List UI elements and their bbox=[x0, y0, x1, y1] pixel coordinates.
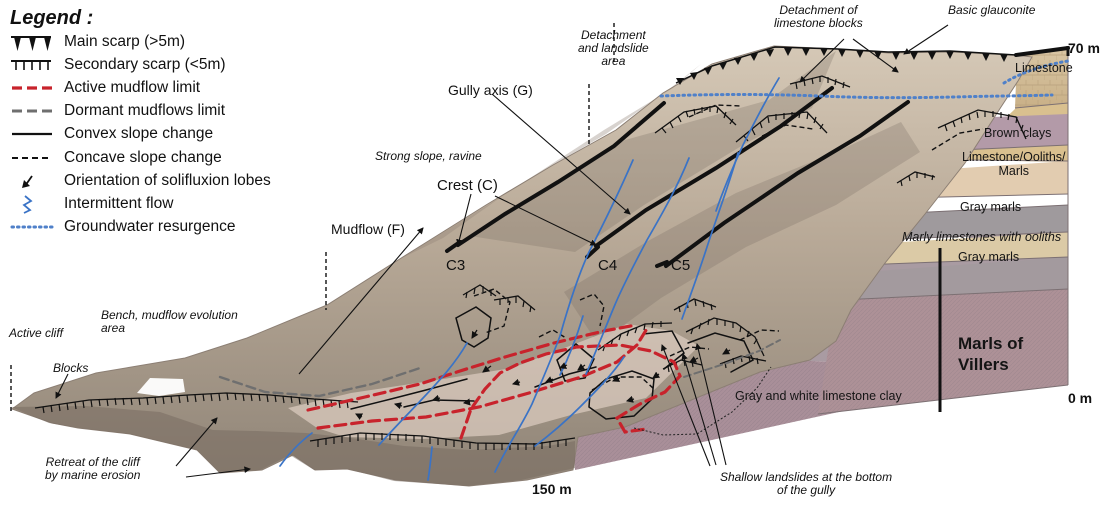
annotation-shallow-landslides: Shallow landslides at the bottom of the … bbox=[720, 471, 892, 497]
legend-item-groundwater: Groundwater resurgence bbox=[2, 216, 302, 239]
legend-label-concave: Concave slope change bbox=[64, 149, 222, 167]
legend: Legend : Main scarp (>5m) Secondary scar… bbox=[2, 6, 302, 239]
strata-brown-clays: Brown clays bbox=[984, 126, 1051, 140]
legend-item-active-mudflow: Active mudflow limit bbox=[2, 76, 302, 99]
legend-item-lobes: Orientation of solifluxion lobes bbox=[2, 169, 302, 192]
legend-label-dormant-mudflow: Dormant mudflows limit bbox=[64, 102, 225, 120]
legend-label-groundwater: Groundwater resurgence bbox=[64, 218, 235, 236]
annotation-bench: Bench, mudflow evolution area bbox=[101, 309, 238, 335]
annotation-retreat: Retreat of the cliff by marine erosion bbox=[45, 456, 140, 482]
lobe-arrow-icon bbox=[2, 170, 58, 192]
crest-label-c5: C5 bbox=[671, 257, 690, 274]
annotation-basic-glauconite: Basic glauconite bbox=[948, 4, 1035, 17]
legend-label-convex: Convex slope change bbox=[64, 125, 213, 143]
annotation-active-cliff: Active cliff bbox=[9, 327, 63, 340]
annotation-crest: Crest (C) bbox=[437, 177, 498, 194]
active-mudflow-line-icon bbox=[2, 77, 58, 99]
annotation-blocks: Blocks bbox=[53, 362, 88, 375]
legend-item-secondary-scarp: Secondary scarp (<5m) bbox=[2, 53, 302, 76]
legend-label-main-scarp: Main scarp (>5m) bbox=[64, 33, 185, 51]
annotation-mudflow: Mudflow (F) bbox=[331, 221, 405, 237]
legend-item-concave: Concave slope change bbox=[2, 146, 302, 169]
legend-item-convex: Convex slope change bbox=[2, 123, 302, 146]
legend-label-secondary-scarp: Secondary scarp (<5m) bbox=[64, 56, 226, 74]
legend-label-lobes: Orientation of solifluxion lobes bbox=[64, 172, 271, 190]
secondary-scarp-icon bbox=[2, 54, 58, 76]
legend-item-main-scarp: Main scarp (>5m) bbox=[2, 30, 302, 53]
scale-horizontal-distance: 150 m bbox=[532, 481, 572, 497]
strata-gray-white-clay: Gray and white limestone clay bbox=[735, 389, 902, 403]
legend-title: Legend : bbox=[10, 6, 302, 30]
annotation-detachment-landslide: Detachment and landslide area bbox=[578, 29, 649, 68]
annotation-detachment-blocks: Detachment of limestone blocks bbox=[774, 4, 863, 30]
crest-label-c3: C3 bbox=[446, 257, 465, 274]
strata-limestone-oolith-marls: Limestone/Ooliths/ Marls bbox=[962, 150, 1066, 178]
strata-marls-of-villers: Marls of Villers bbox=[958, 333, 1023, 375]
dormant-mudflow-line-icon bbox=[2, 100, 58, 122]
strata-gray-marls-lower: Gray marls bbox=[958, 250, 1019, 264]
flow-line-icon bbox=[2, 193, 58, 215]
annotation-strong-slope: Strong slope, ravine bbox=[375, 150, 482, 163]
annotation-gully-axis: Gully axis (G) bbox=[448, 82, 533, 98]
main-scarp-icon bbox=[2, 31, 58, 53]
strata-marly-limestones: Marly limestones with ooliths bbox=[902, 230, 1061, 244]
strata-gray-marls-upper: Gray marls bbox=[960, 200, 1021, 214]
legend-label-flow: Intermittent flow bbox=[64, 195, 173, 213]
legend-item-flow: Intermittent flow bbox=[2, 192, 302, 215]
scale-bottom-elevation: 0 m bbox=[1068, 390, 1092, 406]
dashed-line-icon bbox=[2, 147, 58, 169]
solid-line-icon bbox=[2, 123, 58, 145]
dotted-line-icon bbox=[2, 216, 58, 238]
legend-item-dormant-mudflow: Dormant mudflows limit bbox=[2, 100, 302, 123]
scale-top-elevation: 70 m bbox=[1068, 40, 1100, 56]
strata-limestone: Limestone bbox=[1015, 61, 1073, 75]
crest-label-c4: C4 bbox=[598, 257, 617, 274]
legend-label-active-mudflow: Active mudflow limit bbox=[64, 79, 200, 97]
